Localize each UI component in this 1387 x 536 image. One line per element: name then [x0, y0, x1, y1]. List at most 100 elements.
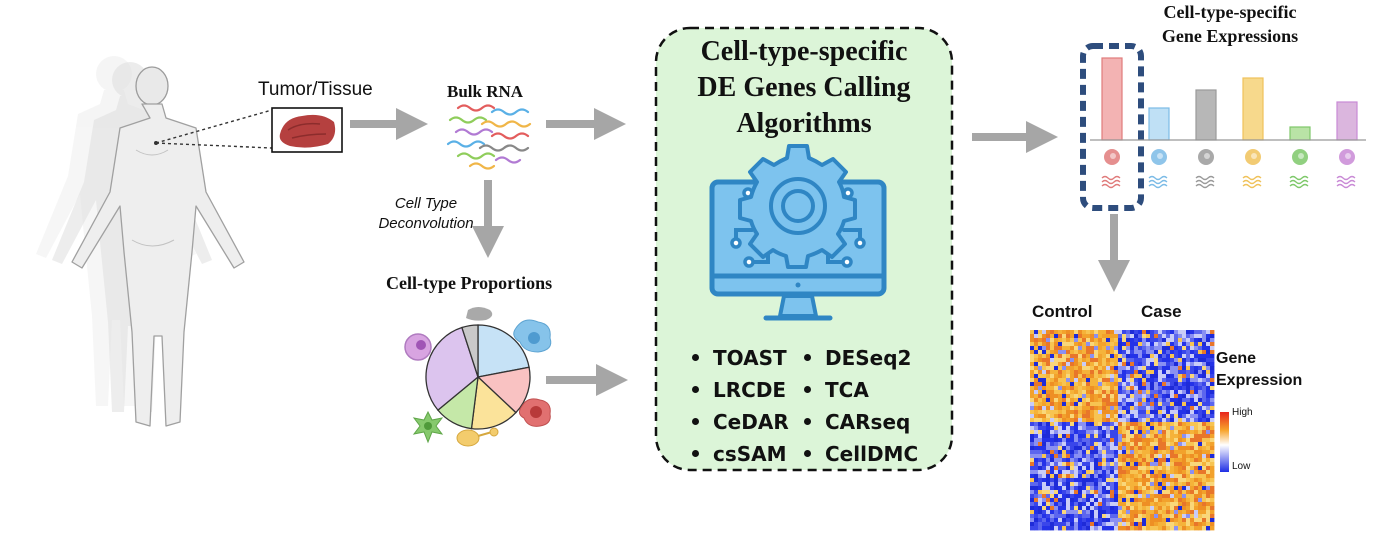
- heatmap-cell: [1130, 330, 1135, 335]
- heatmap-cell: [1130, 358, 1135, 363]
- heatmap-cell: [1162, 438, 1167, 443]
- heatmap-cell: [1054, 514, 1059, 519]
- heatmap-cell: [1142, 422, 1147, 427]
- heatmap-cell: [1110, 462, 1115, 467]
- heatmap-cell: [1062, 414, 1067, 419]
- heatmap-cell: [1198, 398, 1203, 403]
- heatmap-cell: [1186, 434, 1191, 439]
- heatmap-cell: [1074, 410, 1079, 415]
- heatmap-cell: [1086, 442, 1091, 447]
- heatmap-cell: [1146, 502, 1151, 507]
- heatmap-cell: [1182, 478, 1187, 483]
- heatmap-cell: [1046, 470, 1051, 475]
- heatmap-cell: [1150, 510, 1155, 515]
- heatmap-cell: [1198, 442, 1203, 447]
- heatmap-cell: [1122, 386, 1127, 391]
- heatmap-cell: [1074, 366, 1079, 371]
- heatmap-cell: [1166, 414, 1171, 419]
- heatmap-cell: [1118, 434, 1123, 439]
- heatmap-cell: [1186, 350, 1191, 355]
- heatmap-cell: [1038, 438, 1043, 443]
- heatmap-cell: [1178, 382, 1183, 387]
- heatmap-cell: [1106, 338, 1111, 343]
- heatmap-cell: [1054, 422, 1059, 427]
- heatmap-cell: [1058, 338, 1063, 343]
- heatmap-cell: [1058, 354, 1063, 359]
- heatmap-cell: [1198, 358, 1203, 363]
- heatmap-cell: [1142, 346, 1147, 351]
- heatmap-cell: [1042, 498, 1047, 503]
- heatmap-cell: [1130, 338, 1135, 343]
- heatmap-cell: [1202, 346, 1207, 351]
- heatmap-cell: [1202, 338, 1207, 343]
- heatmap-cell: [1198, 498, 1203, 503]
- heatmap-cell: [1114, 458, 1119, 463]
- heatmap-cell: [1146, 410, 1151, 415]
- heatmap-cell: [1114, 414, 1119, 419]
- heatmap-cell: [1206, 502, 1211, 507]
- heatmap-cell: [1098, 330, 1103, 335]
- heatmap-cell: [1150, 422, 1155, 427]
- heatmap-cell: [1050, 346, 1055, 351]
- heatmap-cell: [1094, 418, 1099, 423]
- heatmap-cell: [1066, 434, 1071, 439]
- heatmap-cell: [1126, 410, 1131, 415]
- heatmap-cell: [1086, 362, 1091, 367]
- heatmap-cell: [1166, 378, 1171, 383]
- heatmap-cell: [1042, 518, 1047, 523]
- heatmap-cell: [1078, 354, 1083, 359]
- heatmap-cell: [1154, 382, 1159, 387]
- heatmap-cell: [1142, 370, 1147, 375]
- algorithms-box-title: Cell-type-specific DE Genes Calling Algo…: [656, 34, 952, 142]
- heatmap-cell: [1150, 438, 1155, 443]
- heatmap-cell: [1170, 398, 1175, 403]
- heatmap-cell: [1034, 474, 1039, 479]
- heatmap-cell: [1030, 518, 1035, 523]
- heatmap-cell: [1198, 482, 1203, 487]
- heatmap-cell: [1046, 370, 1051, 375]
- heatmap-cell: [1114, 482, 1119, 487]
- heatmap-cell: [1142, 418, 1147, 423]
- heatmap-cell: [1186, 490, 1191, 495]
- heatmap-cell: [1138, 406, 1143, 411]
- heatmap-cell: [1190, 406, 1195, 411]
- heatmap-cell: [1034, 494, 1039, 499]
- heatmap-cell: [1162, 394, 1167, 399]
- heatmap-cell: [1070, 334, 1075, 339]
- heatmap-cell: [1030, 482, 1035, 487]
- heatmap-cell: [1062, 438, 1067, 443]
- heatmap-cell: [1046, 478, 1051, 483]
- heatmap-cell: [1098, 350, 1103, 355]
- heatmap-cell: [1034, 458, 1039, 463]
- heatmap-cell: [1074, 470, 1079, 475]
- heatmap-cell: [1102, 498, 1107, 503]
- heatmap-cell: [1094, 362, 1099, 367]
- heatmap-cell: [1106, 458, 1111, 463]
- heatmap-cell: [1058, 414, 1063, 419]
- heatmap-cell: [1158, 522, 1163, 527]
- heatmap-cell: [1082, 406, 1087, 411]
- heatmap-cell: [1034, 366, 1039, 371]
- heatmap-cell: [1122, 486, 1127, 491]
- heatmap-cell: [1158, 494, 1163, 499]
- heatmap-cell: [1122, 330, 1127, 335]
- heatmap-cell: [1178, 438, 1183, 443]
- heatmap-cell: [1110, 442, 1115, 447]
- heatmap-cell: [1138, 478, 1143, 483]
- heatmap-cell: [1158, 446, 1163, 451]
- heatmap-cell: [1066, 442, 1071, 447]
- heatmap-cell: [1158, 450, 1163, 455]
- heatmap-cell: [1106, 482, 1111, 487]
- heatmap-cell: [1170, 438, 1175, 443]
- heatmap-cell: [1106, 358, 1111, 363]
- heatmap-cell: [1082, 454, 1087, 459]
- heatmap-cell: [1142, 454, 1147, 459]
- heatmap-cell: [1206, 462, 1211, 467]
- heatmap-cell: [1030, 338, 1035, 343]
- heatmap-cell: [1210, 466, 1215, 471]
- heatmap-cell: [1130, 370, 1135, 375]
- heatmap-cell: [1190, 354, 1195, 359]
- heatmap-cell: [1138, 386, 1143, 391]
- heatmap-cell: [1206, 458, 1211, 463]
- heatmap-cell: [1170, 494, 1175, 499]
